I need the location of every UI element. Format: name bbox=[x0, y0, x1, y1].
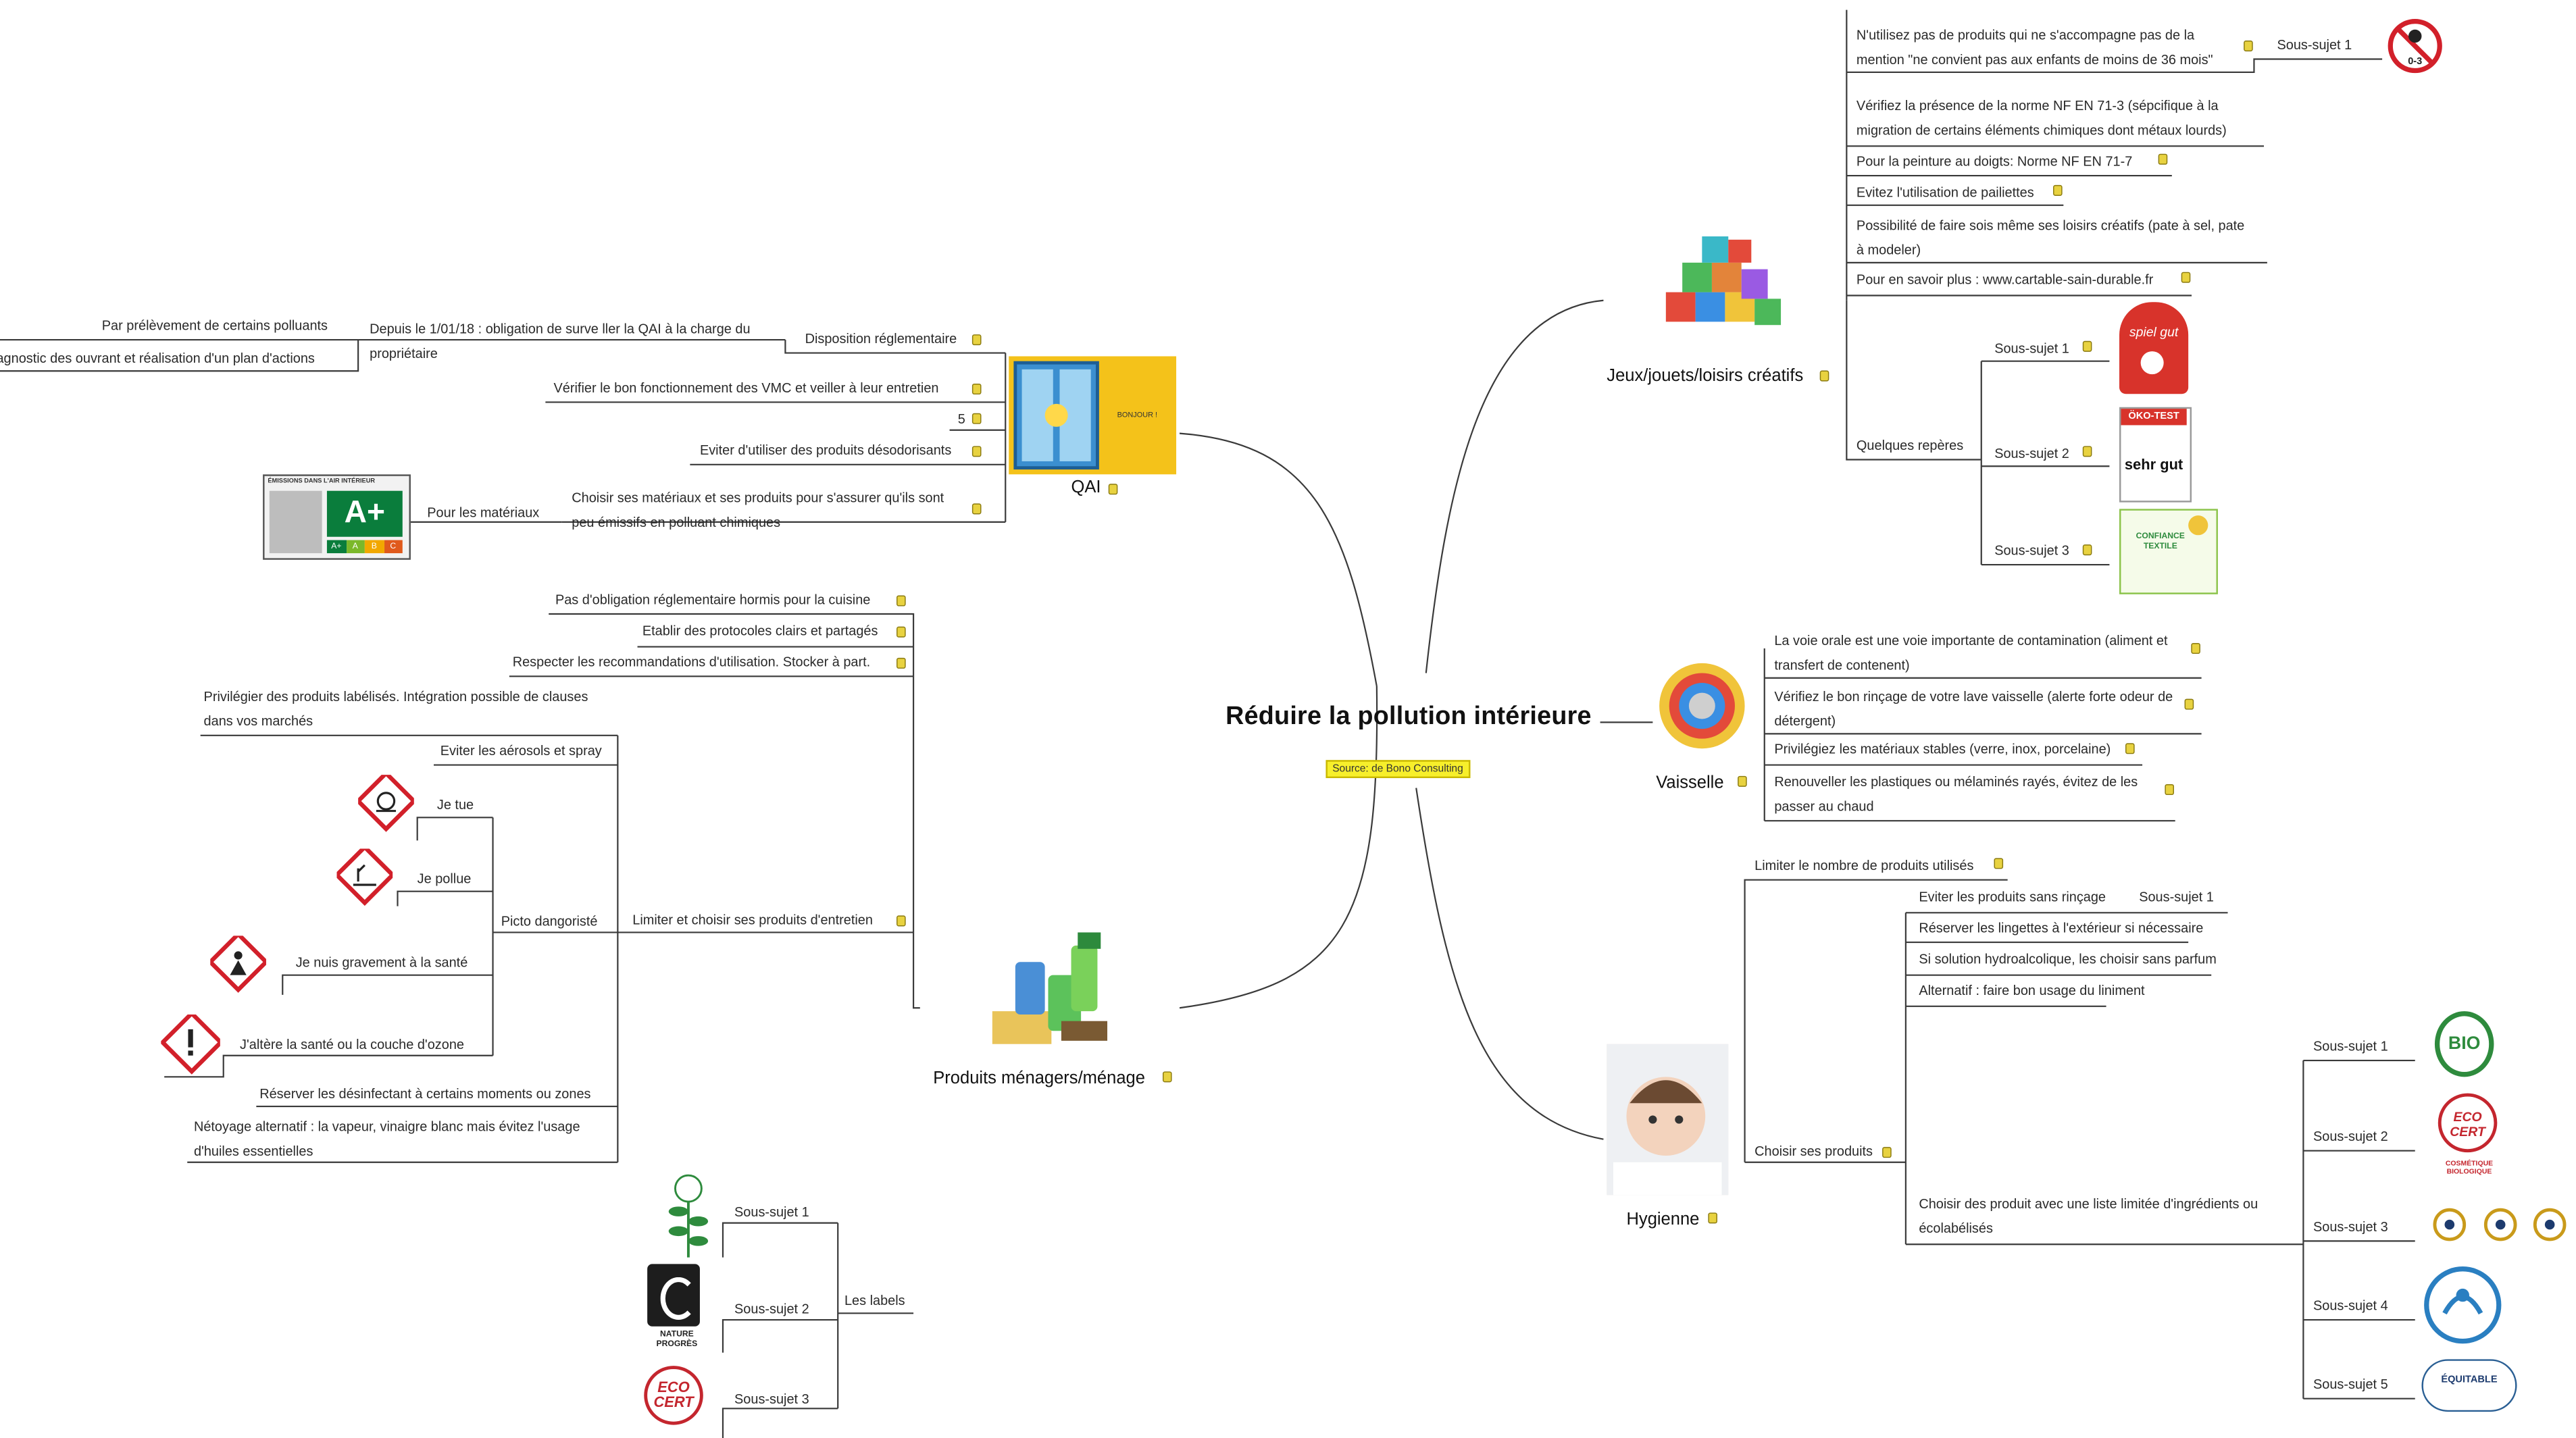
hygiene-sous-sujet-a[interactable]: Sous-sujet 1 bbox=[2139, 890, 2214, 905]
labels-sous-sujet-3[interactable]: Sous-sujet 3 bbox=[734, 1391, 809, 1407]
hygiene-choisir[interactable]: Choisir ses produits bbox=[1754, 1144, 1873, 1159]
hygiene-hydroalcolique[interactable]: Si solution hydroalcolique, les choisir … bbox=[1919, 952, 2217, 967]
vaisselle-materiaux[interactable]: Privilégiez les matériaux stables (verre… bbox=[1774, 742, 2111, 757]
hygiene-liniment[interactable]: Alternatif : faire bon usage du liniment bbox=[1919, 983, 2145, 998]
qai-pour-materiaux[interactable]: Pour les matériaux bbox=[427, 505, 540, 521]
central-topic-title[interactable]: Réduire la pollution intérieure bbox=[1226, 702, 1592, 731]
labels-sous-sujet-1[interactable]: Sous-sujet 1 bbox=[734, 1204, 809, 1220]
produits-privilegier[interactable]: Privilégier des produits labélisés. Inté… bbox=[203, 689, 588, 728]
hygiene-limiter[interactable]: Limiter le nombre de produits utilisés bbox=[1754, 858, 1974, 873]
produits-labels[interactable]: Les labels bbox=[844, 1293, 905, 1309]
hazard-je-tue[interactable]: Je tue bbox=[436, 798, 474, 813]
produits-nettoyage[interactable]: Nétoyage alternatif : la vapeur, vinaigr… bbox=[193, 1119, 580, 1158]
no-under-3-icon: 0-3 bbox=[2385, 10, 2445, 86]
qai-vmc[interactable]: Vérifier le bon fonctionnement des VMC e… bbox=[553, 380, 939, 396]
emissions-badge: ÉMISSIONS DANS L'AIR INTÉRIEUR A+ A+ A B… bbox=[263, 474, 411, 560]
qai-depuis[interactable]: Depuis le 1/01/18 : obligation de surve … bbox=[370, 322, 751, 361]
jeux-paillettes[interactable]: Evitez l'utilisation de pailiettes bbox=[1856, 185, 2034, 201]
vaisselle-rincage[interactable]: Vérifiez le bon rinçage de votre lave va… bbox=[1774, 689, 2173, 728]
qai-desodorisants[interactable]: Eviter d'utiliser des produits désodoris… bbox=[699, 443, 952, 459]
hygiene-choisir-liste[interactable]: Choisir des produit avec une liste limit… bbox=[1919, 1196, 2258, 1235]
oko-test-logo: ÖKO-TEST sehr gut bbox=[2119, 407, 2192, 503]
hazard-altere[interactable]: J'altère la santé ou la couche d'ozone bbox=[240, 1037, 464, 1052]
eu-ecolabel-flower-icon bbox=[661, 1169, 717, 1260]
hazard-je-nuis[interactable]: Je nuis gravement à la santé bbox=[295, 955, 468, 971]
jeux-sous-sujet-top[interactable]: Sous-sujet 1 bbox=[2277, 37, 2352, 53]
qai-prelevement[interactable]: Par prélèvement de certains polluants bbox=[101, 318, 328, 334]
jeux-savoir-plus[interactable]: Pour en savoir plus : www.cartable-sain-… bbox=[1856, 272, 2154, 288]
jeux-sous-sujet-1[interactable]: Sous-sujet 1 bbox=[1994, 341, 2069, 357]
baby-photo bbox=[1607, 1044, 1729, 1196]
hygiene-lingettes[interactable]: Réserver les lingettes à l'extérieur si … bbox=[1919, 921, 2204, 936]
hygiene-sous-sujet-3[interactable]: Sous-sujet 3 bbox=[2313, 1219, 2388, 1235]
produits-limiter[interactable]: Limiter et choisir ses produits d'entret… bbox=[632, 913, 873, 928]
natrue-stars-logos bbox=[2428, 1198, 2569, 1254]
jeux-nutilisez[interactable]: N'utilisez pas de produits qui ne s'acco… bbox=[1856, 28, 2213, 67]
produits-pas-obligation[interactable]: Pas d'obligation réglementaire hormis po… bbox=[555, 592, 871, 608]
qai-disposition[interactable]: Disposition réglementaire bbox=[805, 331, 957, 346]
hygiene-sous-sujet-4[interactable]: Sous-sujet 4 bbox=[2313, 1298, 2388, 1314]
cleaning-products-image bbox=[989, 926, 1114, 1051]
qai-five[interactable]: 5 bbox=[957, 412, 965, 427]
qai-window-image: BONJOUR ! bbox=[1009, 356, 1177, 475]
jeux-sous-sujet-3[interactable]: Sous-sujet 3 bbox=[1994, 543, 2069, 559]
health-hazard-icon bbox=[207, 931, 270, 1009]
produits-protocoles[interactable]: Etablir des protocoles clairs et partagé… bbox=[642, 623, 878, 639]
source-label: Source: de Bono Consulting bbox=[1325, 760, 1470, 779]
equitable-logo: ÉQUITABLE bbox=[2421, 1353, 2523, 1418]
ecocert-cosmetique-logo: ECO CERT COSMÉTIQUE BIOLOGIQUE bbox=[2435, 1093, 2504, 1189]
vaisselle-renouveller[interactable]: Renouveller les plastiques ou mélaminés … bbox=[1774, 775, 2138, 814]
hygiene-branch-label[interactable]: Hygienne bbox=[1626, 1210, 1700, 1230]
qai-diagnostic[interactable]: Diagnostic des ouvrant et réalisation d'… bbox=[0, 351, 315, 366]
dishes-image bbox=[1656, 647, 1748, 765]
hazard-je-pollue[interactable]: Je pollue bbox=[417, 871, 472, 887]
skull-hazard-icon bbox=[355, 770, 418, 848]
toys-blocks-image bbox=[1659, 226, 1791, 344]
note-icons bbox=[896, 41, 2253, 1224]
jeux-verifiez-norme[interactable]: Vérifiez la présence de la norme NF EN 7… bbox=[1856, 98, 2227, 137]
cosmebio-logo bbox=[2421, 1264, 2504, 1346]
vaisselle-branch-label[interactable]: Vaisselle bbox=[1656, 773, 1724, 793]
spiel-gut-logo: spiel gut bbox=[2116, 299, 2192, 397]
jeux-branch-label[interactable]: Jeux/jouets/loisirs créatifs bbox=[1607, 365, 1804, 386]
exclamation-hazard-icon bbox=[159, 1010, 224, 1092]
hygiene-sans-rincage[interactable]: Eviter les produits sans rinçage bbox=[1919, 890, 2106, 905]
confiance-textile-logo: CONFIANCE TEXTILE bbox=[2119, 509, 2218, 594]
qai-branch-label[interactable]: QAI bbox=[1071, 478, 1101, 498]
jeux-reperes[interactable]: Quelques repères bbox=[1856, 438, 1964, 453]
bio-cosmetique-logo: BIO bbox=[2431, 1008, 2500, 1087]
hygiene-sous-sujet-5[interactable]: Sous-sujet 5 bbox=[2313, 1377, 2388, 1392]
nature-progres-logo: NATURE PROGRÈS bbox=[644, 1261, 706, 1360]
produits-aerosols[interactable]: Eviter les aérosols et spray bbox=[440, 743, 602, 759]
jeux-peinture[interactable]: Pour la peinture au doigts: Norme NF EN … bbox=[1856, 154, 2133, 170]
produits-picto[interactable]: Picto dangoristé bbox=[501, 914, 598, 929]
environment-hazard-icon bbox=[334, 844, 396, 923]
jeux-sous-sujet-2[interactable]: Sous-sujet 2 bbox=[1994, 446, 2069, 461]
produits-desinfectant[interactable]: Réserver les désinfectant à certains mom… bbox=[259, 1086, 591, 1102]
qai-choisir-materiaux[interactable]: Choisir ses matériaux et ses produits po… bbox=[572, 490, 944, 530]
produits-branch-label[interactable]: Produits ménagers/ménage bbox=[933, 1069, 1145, 1089]
hygiene-sous-sujet-2[interactable]: Sous-sujet 2 bbox=[2313, 1129, 2388, 1144]
vaisselle-voie-orale[interactable]: La voie orale est une voie importante de… bbox=[1774, 634, 2168, 673]
svg-text:0-3: 0-3 bbox=[2408, 56, 2422, 67]
hygiene-sous-sujet-1[interactable]: Sous-sujet 1 bbox=[2313, 1039, 2388, 1054]
ecocert-logo: ECO CERT bbox=[640, 1362, 709, 1435]
house-icon bbox=[269, 490, 322, 554]
produits-respecter[interactable]: Respecter les recommandations d'utilisat… bbox=[512, 654, 871, 670]
jeux-possibilite[interactable]: Possibilité de faire sois même ses loisi… bbox=[1856, 218, 2245, 257]
qai-logo-text: BONJOUR ! bbox=[1117, 411, 1157, 419]
labels-sous-sujet-2[interactable]: Sous-sujet 2 bbox=[734, 1302, 809, 1317]
